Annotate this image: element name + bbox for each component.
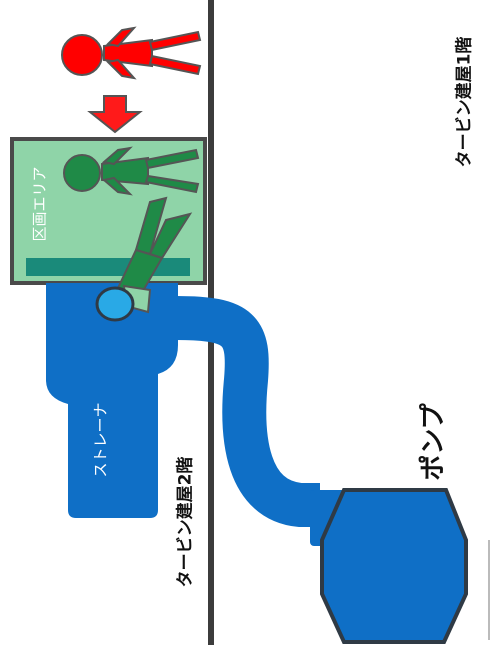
strainer-label: ストレーナ [91, 402, 110, 478]
pump-body [310, 488, 468, 644]
pump-label: ポンプ [418, 403, 449, 481]
building-floor2-label: タービン建屋2階 [175, 456, 196, 588]
zone-area-label: 区画エリア [30, 166, 49, 242]
person-green-icon [63, 146, 200, 196]
valve-handle [95, 286, 135, 322]
person-red-icon [61, 26, 202, 80]
strainer-body [46, 283, 178, 518]
zone-platform [26, 258, 190, 276]
arrow-down-icon [87, 95, 143, 134]
building-floor1-label: タービン建屋1階 [454, 36, 475, 168]
pipe [175, 296, 320, 527]
person-fallen-icon [116, 196, 193, 314]
